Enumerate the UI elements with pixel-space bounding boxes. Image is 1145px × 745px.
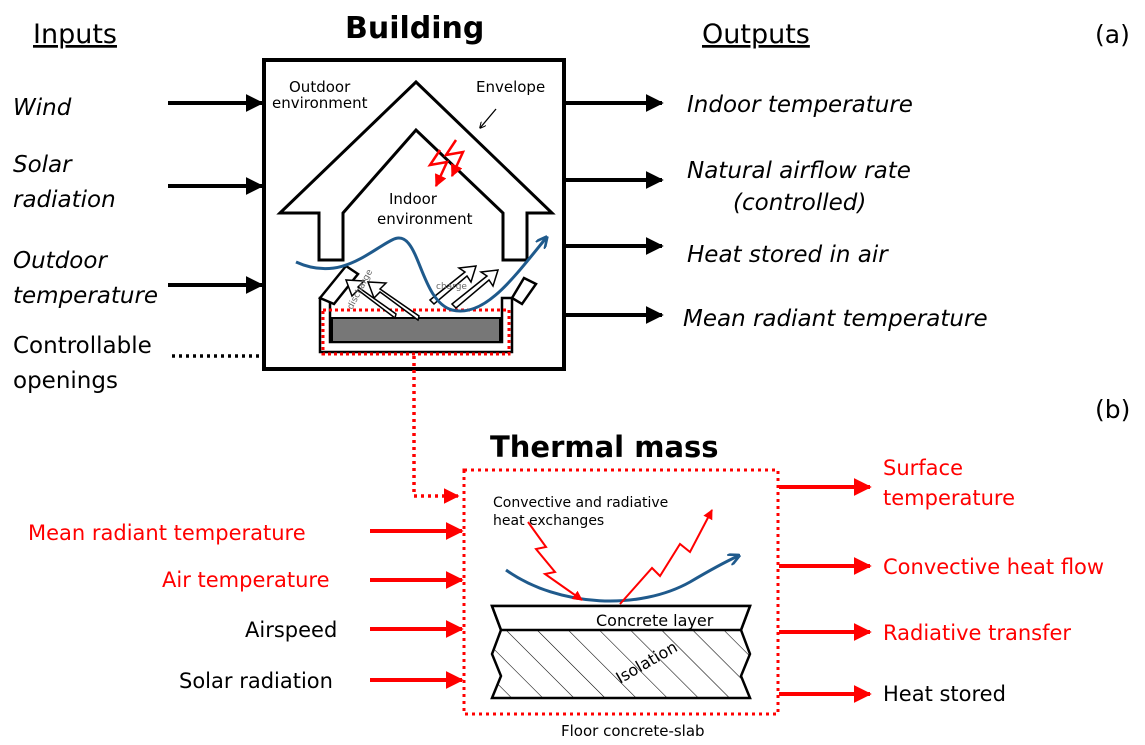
input-airspeed: Airspeed [245,618,337,642]
outdoor-env-line2: environment [272,94,368,112]
discharge-arrow-2 [366,281,420,322]
incoming-radiation-zigzag [527,521,583,601]
floor-slab [331,317,501,343]
input-solar-line1: Solar [13,152,73,178]
floor-tray [318,296,514,354]
right-opening-flap [510,276,538,306]
output-airflow-line2: (controlled) [733,190,866,216]
house-envelope [276,79,556,262]
output-surface-line1: Surface [883,456,963,480]
input-mean-radiant-temperature: Mean radiant temperature [28,521,306,545]
thermal-mass-title: Thermal mass [490,430,719,464]
panel-b: (b) Thermal mass Mean radiant temperatur… [28,395,1130,740]
input-solar-radiation: Solar radiation [179,669,333,693]
output-surface-line2: temperature [883,486,1015,510]
input-solar-line2: radiation [13,187,116,213]
output-mean-radiant-temperature: Mean radiant temperature [683,306,988,332]
input-openings-line1: Controllable [13,333,152,359]
input-wind: Wind [13,95,72,121]
concrete-layer-label: Concrete layer [596,611,714,630]
input-openings-line2: openings [13,368,118,394]
heat-zigzag-1 [443,139,466,178]
input-outdoor-line1: Outdoor [13,248,108,274]
heat-exchanges-line1: Convective and radiative [493,495,668,511]
panel-a-label: (a) [1095,20,1130,49]
envelope-label: Envelope [476,78,545,96]
heat-zigzag-2 [427,149,450,188]
charge-arrow [428,265,478,306]
output-radiative-transfer: Radiative transfer [883,621,1071,645]
outgoing-radiation-zigzag [619,509,713,605]
output-airflow-line1: Natural airflow rate [687,158,911,184]
panel-a: (a) Inputs Building Outputs Wind Solar r… [13,11,1130,504]
building-title: Building [345,11,484,46]
charge-arrow-2 [450,269,500,310]
thermal-mass-highlight [321,308,511,356]
output-heat-stored: Heat stored [883,682,1006,706]
inputs-header: Inputs [33,19,117,50]
connector-to-thermal-mass [412,356,460,504]
discharge-arrow [344,279,397,320]
outdoor-env-line1: Outdoor [289,78,351,96]
concrete-layer [490,604,752,632]
left-opening-flap [317,264,360,306]
heat-exchanges-line2: heat exchanges [493,513,604,529]
air-flow-curve [505,556,738,603]
output-indoor-temperature: Indoor temperature [687,92,913,118]
indoor-env-line2: environment [377,210,473,228]
indoor-env-line1: Indoor [389,190,438,208]
envelope-pointer [480,108,497,128]
output-convective-heat-flow: Convective heat flow [883,555,1104,579]
output-heat-stored-air: Heat stored in air [687,242,889,268]
panel-b-label: (b) [1095,395,1130,424]
input-air-temperature: Air temperature [162,568,330,592]
outputs-header: Outputs [702,19,810,50]
input-outdoor-line2: temperature [13,283,158,309]
floor-slab-caption: Floor concrete-slab [561,722,705,740]
charge-label: charge [436,282,467,292]
airflow-curve [295,238,546,313]
